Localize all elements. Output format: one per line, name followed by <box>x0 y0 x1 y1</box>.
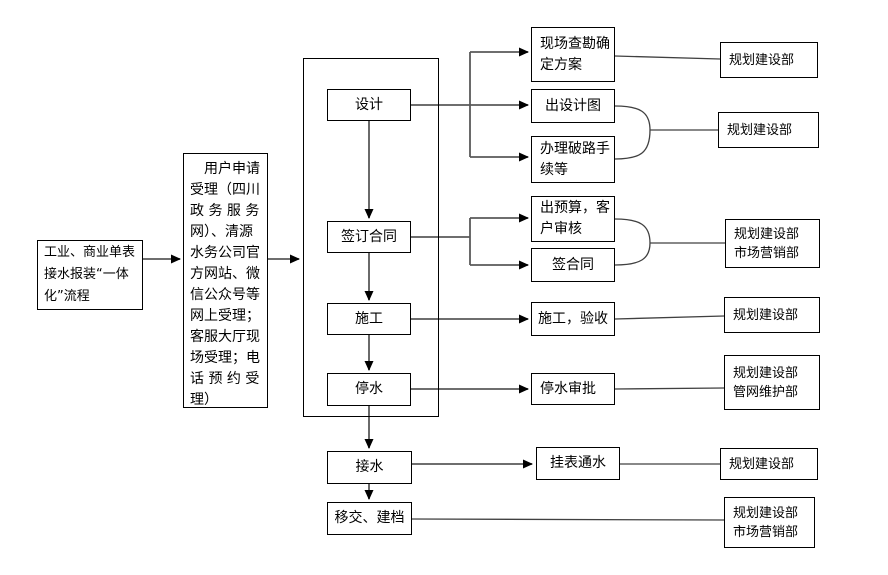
dept-survey: 规划建设部 <box>720 42 818 78</box>
main-flow-arrows <box>143 121 374 500</box>
branch-arrows <box>411 47 533 469</box>
node-water-connect: 接水 <box>327 451 412 484</box>
dept-handover: 规划建设部 市场营销部 <box>724 497 815 548</box>
dept-drawing: 规划建设部 <box>718 112 819 148</box>
node-design-drawing: 出设计图 <box>531 89 615 123</box>
node-process-title: 工业、商业单表 接水报装“一体 化”流程 <box>37 240 143 310</box>
node-construction-acceptance: 施工，验收 <box>531 302 615 336</box>
node-design: 设计 <box>327 89 411 121</box>
dept-connect: 规划建设部 <box>720 448 818 480</box>
node-road-permit: 办理破路手 续等 <box>531 136 615 183</box>
node-sign-contract: 签订合同 <box>327 221 411 253</box>
node-sign-agreement: 签合同 <box>531 248 615 282</box>
node-budget-review: 出预算，客 户审核 <box>531 196 615 242</box>
node-handover-archive: 移交、建档 <box>327 502 412 535</box>
node-waterstop-approval: 停水审批 <box>531 373 615 405</box>
node-site-survey: 现场查勘确 定方案 <box>531 27 615 82</box>
node-construction: 施工 <box>327 303 411 335</box>
stage-group-frame <box>303 58 439 417</box>
department-links <box>411 55 725 521</box>
dept-waterstop: 规划建设部 管网维护部 <box>724 355 820 410</box>
dept-contract: 规划建设部 市场营销部 <box>725 219 820 268</box>
node-meter-water-on: 挂表通水 <box>536 447 620 480</box>
node-water-stop: 停水 <box>327 373 411 406</box>
dept-construction: 规划建设部 <box>724 297 820 333</box>
node-application-intake: 用户申请 受理（四川 政 务 服 务 网）、清源 水务公司官 方网站、微 信公众… <box>183 153 268 408</box>
